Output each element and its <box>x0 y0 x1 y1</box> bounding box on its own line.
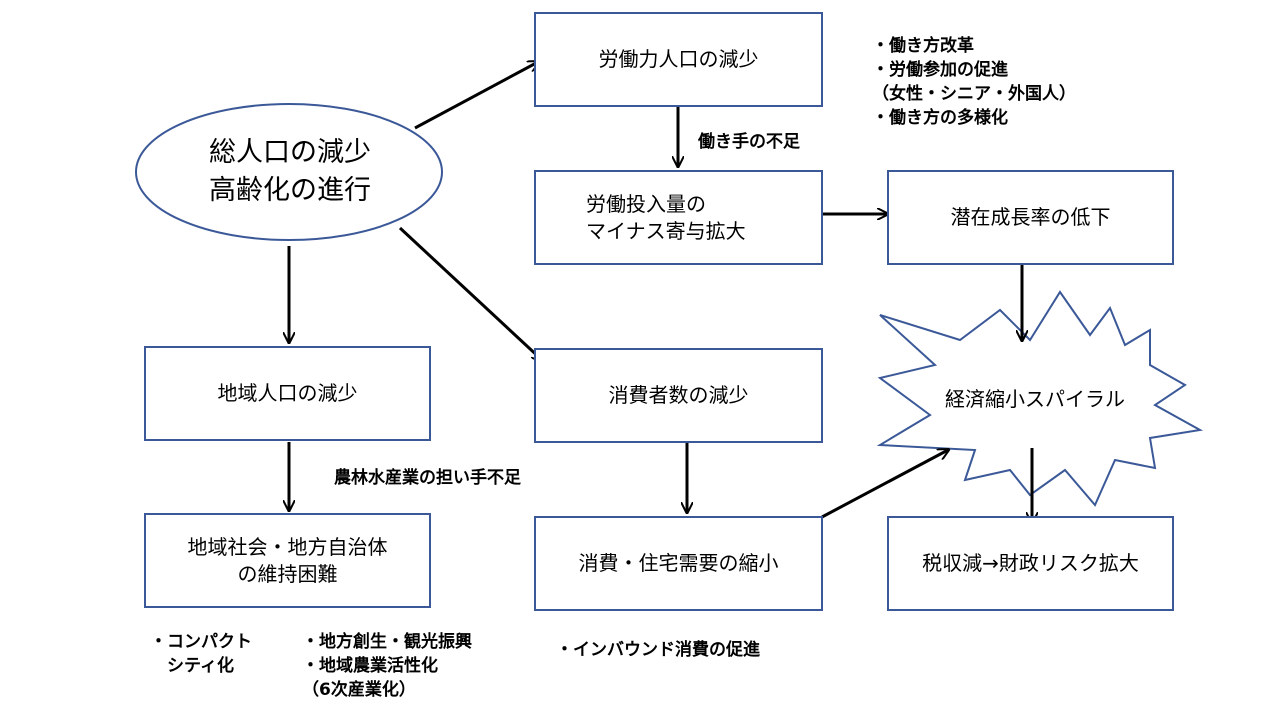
note-regional-revival-2: ・地域農業活性化 <box>302 656 438 676</box>
note-work-reform-3: （女性・シニア・外国人） <box>872 84 1076 104</box>
spiral-burst <box>876 290 1204 507</box>
tax-label: 税収減→財政リスク拡大 <box>922 551 1139 575</box>
note-compact-city-2: シティ化 <box>150 656 234 676</box>
box-labor-population: 労働力人口の減少 <box>534 12 823 107</box>
box-consumption-demand: 消費・住宅需要の縮小 <box>534 516 823 611</box>
box-regional-society: 地域社会・地方自治体 の維持困難 <box>144 513 431 608</box>
arrow-start-to-consumers <box>398 226 542 360</box>
regional-society-line-2: の維持困難 <box>237 561 338 586</box>
note-work-reform-1: ・働き方改革 <box>872 36 974 56</box>
note-work-reform-2: ・労働参加の促進 <box>872 60 1008 80</box>
arrow-demand-to-spiral <box>821 450 948 519</box>
arrows <box>289 62 1032 522</box>
note-regional-revival-3: （6次産業化） <box>302 680 416 700</box>
note-regional-revival: ・地方創生・観光振興 ・地域農業活性化 （6次産業化） <box>302 630 472 702</box>
note-regional-revival-1: ・地方創生・観光振興 <box>302 632 472 652</box>
note-work-reform: ・働き方改革 ・労働参加の促進 （女性・シニア・外国人） ・働き方の多様化 <box>872 34 1076 130</box>
start-oval <box>135 103 443 241</box>
regional-population-label: 地域人口の減少 <box>217 381 358 405</box>
start-line-1: 総人口の減少 <box>209 137 371 168</box>
note-compact-city: ・コンパクト シティ化 <box>150 630 252 678</box>
box-potential-growth: 潜在成長率の低下 <box>887 170 1174 265</box>
note-inbound-1: ・インバウンド消費の促進 <box>556 640 760 660</box>
note-inbound: ・インバウンド消費の促進 <box>556 638 760 662</box>
edge-label-agri-shortage: 農林水産業の担い手不足 <box>334 468 521 488</box>
note-compact-city-1: ・コンパクト <box>150 632 252 652</box>
arrow-start-to-labor-pop <box>414 62 538 130</box>
note-work-reform-4: ・働き方の多様化 <box>872 108 1008 128</box>
potential-growth-label: 潜在成長率の低下 <box>950 205 1111 229</box>
start-line-2: 高齢化の進行 <box>209 175 371 206</box>
box-regional-population: 地域人口の減少 <box>144 346 431 441</box>
box-tax: 税収減→財政リスク拡大 <box>887 516 1174 611</box>
edge-label-worker-shortage: 働き手の不足 <box>698 132 800 152</box>
box-consumers: 消費者数の減少 <box>534 348 823 443</box>
box-labor-input: 労働投入量の マイナス寄与拡大 <box>534 170 823 265</box>
regional-society-line-1: 地域社会・地方自治体 <box>187 534 388 559</box>
consumers-label: 消費者数の減少 <box>608 383 749 407</box>
labor-input-line-1: 労働投入量の <box>586 191 706 216</box>
spiral-label: 経済縮小スパイラル <box>945 386 1125 411</box>
consumption-demand-label: 消費・住宅需要の縮小 <box>578 551 779 575</box>
start-oval-label: 総人口の減少 高齢化の進行 <box>160 126 420 218</box>
labor-population-label: 労働力人口の減少 <box>598 47 759 71</box>
labor-input-line-2: マイナス寄与拡大 <box>586 218 746 243</box>
